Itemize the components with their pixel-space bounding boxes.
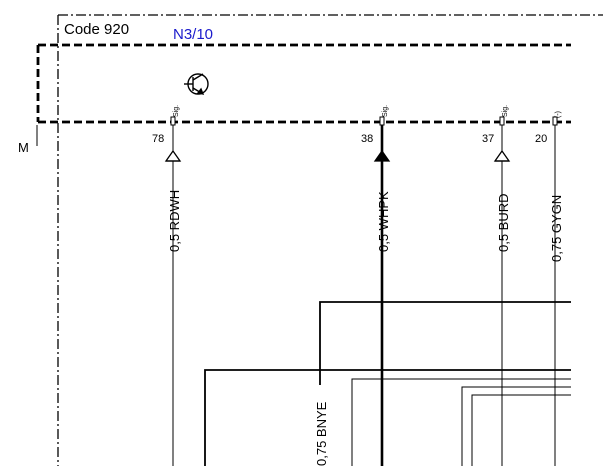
wire-label: 0,5 WHPK [376, 191, 391, 252]
pin-signal-label: Sig. [173, 105, 180, 117]
wire-label: 0,5 RDWH [167, 190, 182, 252]
pin-20: (-) 20 0,75 GYGN [535, 111, 564, 466]
pin-number: 78 [152, 133, 164, 145]
connector-filled-triangle [373, 149, 391, 162]
lower-wire-label: 0,75 BNYE [314, 401, 329, 466]
pin-38: Sig. 38 0,5 WHPK [361, 105, 391, 466]
pin-signal-label: (-) [555, 111, 562, 118]
pin-signal-label: Sig. [502, 105, 509, 117]
connector-outline-triangle [493, 149, 511, 162]
component-label: N3/10 [173, 26, 213, 43]
code-label: Code 920 [64, 21, 129, 38]
wire-label: 0,5 BURD [496, 193, 511, 252]
wire-label: 0,75 GYGN [549, 195, 564, 262]
pin-number: 37 [482, 133, 494, 145]
ground-label: M [18, 140, 29, 155]
lower-wiring [204, 301, 571, 466]
code-frame [57, 14, 603, 466]
pin-number: 20 [535, 133, 547, 145]
transistor-icon [184, 73, 209, 95]
connector-outline-triangle [164, 149, 182, 162]
pin-78: Sig. 78 0,5 RDWH [152, 105, 182, 466]
pin-37: Sig. 37 0,5 BURD [482, 105, 511, 466]
control-unit-frame [36, 43, 571, 124]
pin-signal-label: Sig. [382, 105, 389, 117]
pin-number: 38 [361, 133, 373, 145]
